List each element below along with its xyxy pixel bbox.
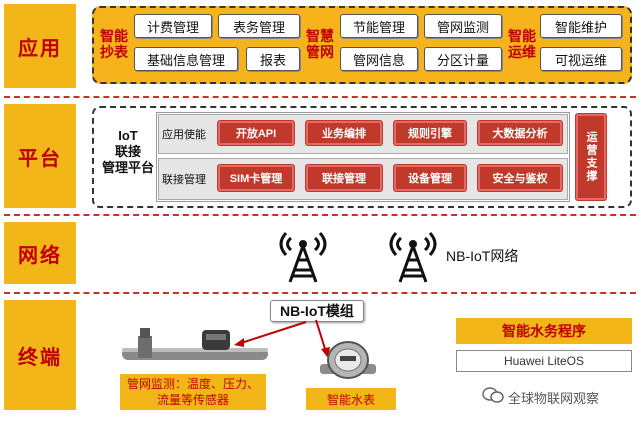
platform-title: IoT 联接 管理平台 (101, 128, 154, 175)
cell-tower-icon (389, 231, 437, 283)
smart-water-meter-caption: 智能水表 (306, 388, 396, 410)
sensors-caption: 管网监测：温度、压力、流量等传感器 (120, 374, 266, 410)
section-label-network: 网络 (4, 222, 76, 284)
meter-management-button[interactable]: 表务管理 (218, 14, 300, 38)
divider-2 (4, 214, 636, 216)
connection-management-label: 联接管理 (162, 174, 206, 186)
water-meter-illustration (320, 341, 376, 379)
operations-support-label: 运营支撑 (585, 131, 597, 183)
pipe-network-info-button[interactable]: 管网信息 (340, 47, 418, 71)
open-api-box[interactable]: 开放API (218, 121, 294, 145)
group-label-smart-meter-reading: 智能 抄表 (100, 28, 128, 60)
security-authentication-box[interactable]: 安全与鉴权 (478, 165, 562, 191)
pipe-with-sensors-illustration (122, 328, 268, 360)
rules-engine-box[interactable]: 规则引擎 (394, 121, 466, 145)
cell-tower-icon (279, 231, 327, 283)
connection-management-box[interactable]: 联接管理 (306, 165, 382, 191)
section-label-terminal: 终端 (4, 300, 76, 410)
divider-3 (4, 292, 636, 294)
visual-operations-button[interactable]: 可视运维 (540, 47, 622, 71)
report-button[interactable]: 报表 (246, 47, 300, 71)
billing-management-button[interactable]: 计费管理 (134, 14, 212, 38)
group-label-smart-operations: 智能 运维 (508, 28, 536, 60)
section-label-platform: 平台 (4, 104, 76, 208)
huawei-liteos-box[interactable]: Huawei LiteOS (456, 350, 632, 372)
device-management-box[interactable]: 设备管理 (394, 165, 466, 191)
wechat-logo-icon (482, 387, 504, 403)
smart-water-app-box[interactable]: 智能水务程序 (456, 318, 632, 344)
district-metering-button[interactable]: 分区计量 (424, 47, 502, 71)
watermark-text: 全球物联网观察 (508, 391, 600, 406)
sim-card-management-box[interactable]: SIM卡管理 (218, 165, 294, 191)
network-label: NB-IoT网络 (446, 248, 519, 264)
divider-1 (4, 96, 636, 98)
big-data-analysis-box[interactable]: 大数据分析 (478, 121, 562, 145)
pipe-network-monitoring-button[interactable]: 管网监测 (424, 14, 502, 38)
smart-maintenance-button[interactable]: 智能维护 (540, 14, 622, 38)
basic-info-management-button[interactable]: 基础信息管理 (134, 47, 238, 71)
group-label-smart-pipe-network: 智慧 管网 (306, 28, 334, 60)
operations-support-box[interactable]: 运营支撑 (576, 114, 606, 200)
app-enablement-label: 应用使能 (162, 129, 206, 141)
arrow-to-pipe-icon (234, 321, 307, 347)
service-orchestration-box[interactable]: 业务编排 (306, 121, 382, 145)
platform-inner-frame (156, 112, 570, 202)
section-label-app: 应用 (4, 4, 76, 88)
energy-saving-management-button[interactable]: 节能管理 (340, 14, 418, 38)
